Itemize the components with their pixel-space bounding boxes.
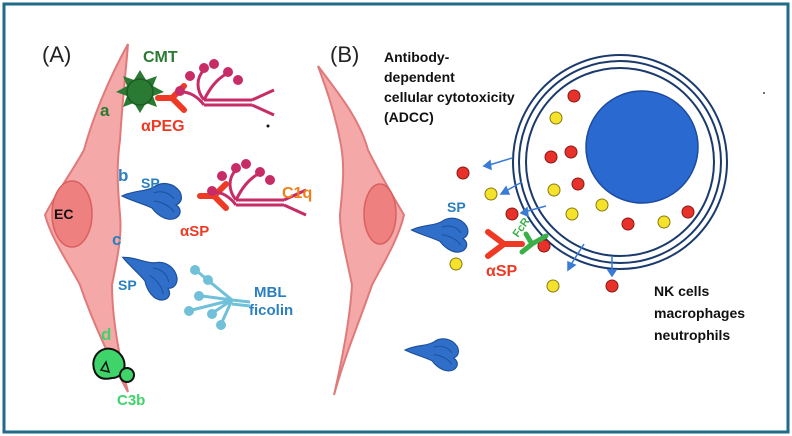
sub-c-label: c bbox=[112, 230, 121, 249]
asp-b-panel-label: αSP bbox=[486, 263, 518, 280]
sp-b-panel-label: SP bbox=[447, 199, 466, 215]
mbl-label: MBL bbox=[254, 284, 287, 301]
ec-label: EC bbox=[54, 206, 73, 222]
ficolin-label: ficolin bbox=[249, 302, 293, 319]
adcc-line3: cellular cytotoxicity bbox=[384, 89, 515, 105]
c3b-label: C3b bbox=[117, 392, 145, 409]
effector-neutrophils-label: neutrophils bbox=[654, 327, 730, 343]
effector-macrophages-label: macrophages bbox=[654, 305, 745, 321]
cmt-label: CMT bbox=[143, 49, 178, 66]
asp-antibody-b-panel-icon bbox=[485, 229, 525, 259]
adcc-line2: dependent bbox=[384, 69, 455, 85]
complement-bouquet-a-icon bbox=[173, 57, 276, 117]
granules bbox=[537, 89, 695, 253]
effector-nucleus bbox=[585, 90, 699, 204]
cmt-star-icon bbox=[116, 70, 164, 113]
panel-b-label: (B) bbox=[330, 42, 359, 67]
cell-nucleus-a bbox=[51, 180, 93, 248]
fcr-receptor-icon bbox=[519, 231, 549, 255]
sub-a-label: a bbox=[100, 101, 110, 120]
endothelial-cell-b bbox=[317, 65, 406, 396]
sub-b-label: b bbox=[118, 166, 128, 185]
effector-nk-label: NK cells bbox=[654, 283, 709, 299]
cell-nucleus-b bbox=[363, 183, 397, 245]
sub-d-label: d bbox=[101, 325, 111, 344]
c3b-icon bbox=[92, 347, 135, 383]
small-dot bbox=[763, 92, 765, 94]
adcc-line4: (ADCC) bbox=[384, 109, 434, 125]
asp-b-label: αSP bbox=[180, 223, 209, 240]
dot-mark bbox=[266, 124, 270, 128]
sp-b-label: SP bbox=[141, 175, 160, 191]
mbl-ficolin-icon bbox=[184, 265, 251, 330]
sp-nanoparticle-bound-icon bbox=[410, 217, 469, 253]
apeg-label: αPEG bbox=[141, 118, 185, 135]
panel-a-label: (A) bbox=[42, 42, 71, 67]
c1q-label: C1q bbox=[282, 185, 312, 202]
sp-nanoparticle-free-icon bbox=[404, 338, 460, 372]
sp-nanoparticle-c-icon bbox=[112, 245, 183, 305]
adcc-line1: Antibody- bbox=[384, 49, 450, 65]
sp-c-label: SP bbox=[118, 277, 137, 293]
release-arrows bbox=[482, 157, 618, 278]
